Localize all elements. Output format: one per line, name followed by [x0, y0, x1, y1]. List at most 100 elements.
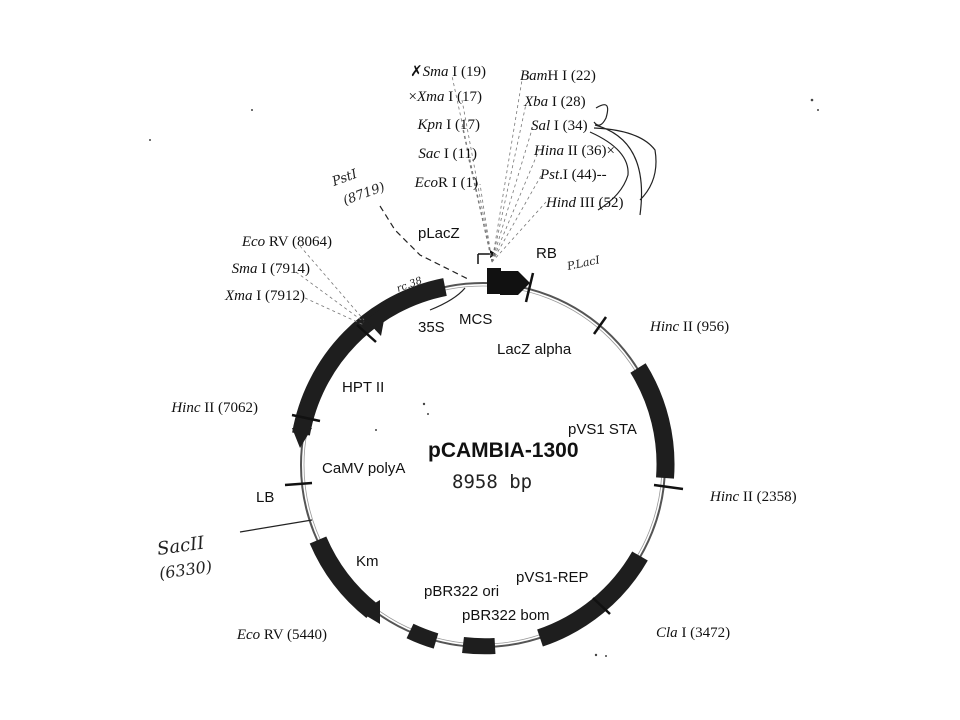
lb-tick — [284, 481, 313, 487]
site-position: I (3472) — [678, 625, 731, 641]
scan-specks — [149, 98, 819, 657]
site-mark-sma: ✗ — [410, 64, 423, 80]
site-label-ecori-1: EcoR I (1) — [414, 175, 478, 191]
segment-hpt — [292, 278, 447, 436]
speck — [817, 109, 819, 111]
sal-hand-curve-1 — [593, 127, 657, 201]
enzyme-name: Xma — [224, 288, 253, 304]
site-position: I (7914) — [258, 261, 311, 277]
site-position: II (36)× — [564, 143, 615, 159]
enzyme-name: Pst — [539, 167, 560, 183]
xba-hand-loop — [593, 104, 609, 126]
enzyme-name: Xba — [523, 94, 548, 110]
feature-label-mcs: MCS — [459, 311, 492, 328]
site-position: II (7062) — [201, 400, 258, 416]
enzyme-name: Sac — [418, 146, 440, 162]
site-label-hindiii-52: Hind III (52) — [545, 195, 623, 211]
speck — [375, 429, 377, 431]
speck — [422, 402, 426, 406]
feature-label-km: Km — [356, 553, 379, 570]
mcs-block — [487, 268, 501, 294]
feature-segments — [292, 278, 675, 655]
site-position: II (2358) — [739, 489, 796, 505]
feature-labels: pLacZ RB 35S MCS LacZ alpha HPT II pVS1 … — [256, 225, 637, 624]
sal-hand-curve-2 — [589, 131, 629, 211]
lacz-arrow — [500, 271, 530, 295]
feature-label-camv-polya: CaMV polyA — [322, 460, 405, 477]
hpt-arrowhead — [366, 304, 387, 336]
enzyme-name: Sma — [232, 261, 258, 277]
site-label-ecorv-8064: Eco RV (8064) — [241, 234, 332, 250]
plasmid-title: pCAMBIA-1300 — [428, 439, 579, 462]
feature-label-35s: 35S — [418, 319, 445, 336]
enzyme-name: Eco — [236, 627, 261, 643]
site-label-xmai-7912: Xma I (7912) — [224, 288, 305, 304]
segment-pbr322-bom — [462, 637, 496, 655]
leader-ecor — [479, 183, 493, 263]
sal-hand-curve-3 — [594, 124, 643, 216]
feature-label-lacz-alpha: LacZ alpha — [497, 341, 572, 358]
segment-pbr322-ori — [406, 623, 439, 649]
enzyme-name: Sal — [531, 118, 550, 134]
site-position: I (7912) — [253, 288, 306, 304]
speck — [149, 139, 151, 141]
speck — [605, 655, 607, 657]
feature-label-hpt-ii: HPT II — [342, 379, 384, 396]
feature-label-pbr322-bom: pBR322 bom — [462, 607, 550, 624]
hinc-956-tick — [592, 316, 608, 335]
site-label-psti-44: Pst.I (44)-- — [539, 167, 607, 183]
enzyme-name: Cla — [656, 625, 678, 641]
handwritten-labels: PstI (8719) SacII (6330) P.LacI rc.38 — [156, 167, 602, 583]
site-ticks — [284, 272, 684, 615]
hinc-2358-tick — [653, 483, 684, 491]
speck — [594, 653, 598, 657]
site-label-bamhi-22: BamH I (22) — [520, 68, 596, 84]
enzyme-name: Kpn — [416, 117, 442, 133]
enzyme-name: Bam — [520, 68, 548, 84]
leader-sal — [491, 125, 534, 263]
site-position: RV (5440) — [260, 627, 327, 643]
leader-bam — [491, 79, 523, 263]
left-site-labels: Eco RV (8064) Sma I (7914) Xma I (7912) … — [170, 234, 332, 643]
site-position: II (956) — [679, 319, 729, 335]
segment-km — [309, 536, 378, 619]
site-label-smai-7914: Sma I (7914) — [232, 261, 310, 277]
leader-sma-7914 — [295, 271, 365, 323]
speck — [810, 98, 814, 102]
leader-xba — [491, 103, 527, 263]
site-label-xma-17: ×Xma I (17) — [409, 89, 482, 105]
site-position: I (34) — [550, 118, 588, 134]
camv-arrowhead — [292, 428, 312, 448]
site-label-hincii-7062: Hinc II (7062) — [170, 400, 258, 416]
enzyme-name: Hinc — [649, 319, 680, 335]
km-arrowhead — [360, 600, 380, 624]
handwritten-psti: PstI — [329, 167, 360, 190]
site-position: RV (8064) — [265, 234, 332, 250]
handwritten-sacii: SacII — [156, 532, 207, 560]
rb-tick — [524, 272, 535, 303]
speck — [427, 413, 429, 415]
enzyme-name: Hinc — [709, 489, 740, 505]
pstI-hand-leader — [379, 205, 471, 281]
site-label-clai-3472: Cla I (3472) — [656, 625, 730, 641]
enzyme-name: Hind — [545, 195, 577, 211]
site-label-ecorv-5440: Eco RV (5440) — [236, 627, 327, 643]
speck — [251, 109, 253, 111]
site-position: I (11) — [440, 146, 477, 162]
site-position: I (17) — [443, 117, 481, 133]
leader-pst — [491, 173, 543, 263]
site-label-sac-11: Sac I (11) — [418, 146, 477, 162]
right-site-labels: Hinc II (956) Hinc II (2358) Cla I (3472… — [649, 319, 797, 641]
site-mark-xma: × — [409, 89, 417, 105]
leader-xma-7912 — [304, 297, 365, 326]
feature-label-pbr322-ori: pBR322 ori — [424, 583, 499, 600]
site-label-sali-34: Sal I (34) — [531, 118, 588, 134]
handwritten-sacii-position: (6330) — [158, 557, 213, 583]
segment-pvs1-sta — [630, 363, 675, 479]
hinc-7062-tick — [291, 413, 321, 423]
mcs-hand-curve — [429, 287, 466, 311]
site-label-hinaii-36: Hina II (36)× — [533, 143, 615, 159]
enzyme-name: Hinc — [170, 400, 201, 416]
